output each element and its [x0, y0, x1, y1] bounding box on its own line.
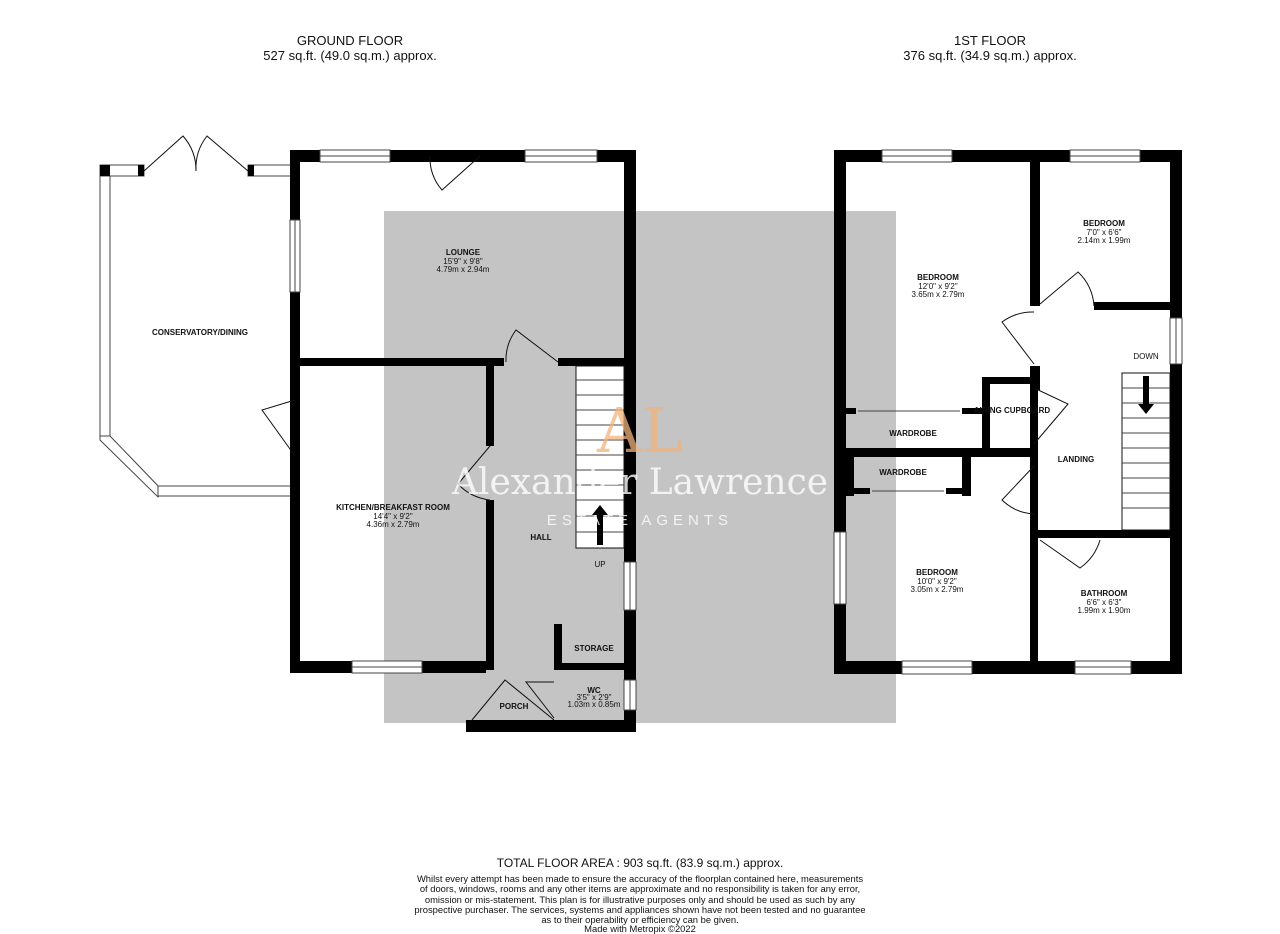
disclaimer: Whilst every attempt has been made to en…	[390, 873, 890, 926]
landing-label: LANDING	[1058, 455, 1094, 464]
bedroom2-imperial: 7'0" x 6'6"	[1087, 228, 1122, 237]
made-with-credit: Made with Metropix ©2022	[584, 923, 696, 934]
wc-imperial: 3'5" x 2'9"	[577, 693, 612, 702]
disclaimer-line: of doors, windows, rooms and any other i…	[419, 883, 861, 895]
hall-label: HALL	[530, 533, 551, 542]
bedroom3-imperial: 10'0" x 9'2"	[917, 577, 957, 586]
disclaimer-line: omission or mis-statement. This plan is …	[424, 893, 856, 905]
bedroom2-metric: 2.14m x 1.99m	[1078, 236, 1131, 245]
disclaimer-line: Whilst every attempt has been made to en…	[416, 873, 864, 884]
french-door-left	[143, 135, 197, 172]
wc-label: WC	[587, 686, 601, 695]
kitchen-metric: 4.36m x 2.79m	[367, 520, 420, 529]
wardrobe2-label: WARDROBE	[879, 468, 927, 477]
wardrobe1-label: WARDROBE	[889, 429, 937, 438]
watermark-panel	[384, 211, 896, 723]
airing-label: AIRING CUPBOARD	[974, 406, 1051, 415]
wc-metric: 1.03m x 0.85m	[568, 700, 621, 709]
bedroom3-metric: 3.05m x 2.79m	[911, 585, 964, 594]
french-door-right	[195, 135, 249, 172]
up-arrow-icon	[592, 505, 608, 545]
storage-label: STORAGE	[574, 644, 614, 653]
disclaimer-line: prospective purchaser. The services, sys…	[414, 903, 866, 915]
first-stairs	[1121, 372, 1171, 531]
watermark-monogram: AL	[596, 394, 683, 467]
ground-floor-plan	[99, 135, 637, 732]
disclaimer-line: as to their operability or efficiency ca…	[541, 914, 739, 926]
ground-floor-header: GROUND FLOOR 527 sq.ft. (49.0 sq.m.) app…	[170, 33, 530, 63]
first-floor-area: 376 sq.ft. (34.9 sq.m.) approx.	[903, 48, 1077, 63]
down-arrow-icon	[1138, 376, 1154, 414]
ground-floor-title: GROUND FLOOR	[296, 33, 404, 48]
first-floor-title: 1ST FLOOR	[953, 33, 1026, 48]
porch-label: PORCH	[500, 702, 529, 711]
watermark-tagline: ESTATE AGENTS	[547, 512, 733, 529]
ground-stairs	[575, 365, 625, 549]
conservatory-label: CONSERVATORY/DINING	[152, 328, 248, 337]
kitchen-label: KITCHEN/BREAKFAST ROOM	[336, 503, 450, 512]
bedroom1-imperial: 12'0" x 9'2"	[918, 282, 958, 291]
bathroom-imperial: 6'6" x 6'3"	[1087, 598, 1122, 607]
bedroom3-label: BEDROOM	[916, 568, 958, 577]
first-floor-header: 1ST FLOOR 376 sq.ft. (34.9 sq.m.) approx…	[810, 33, 1170, 63]
down-label: DOWN	[1133, 352, 1159, 361]
kitchen-imperial: 14'4" x 9'2"	[373, 512, 413, 521]
bathroom-metric: 1.99m x 1.90m	[1078, 606, 1131, 615]
lounge-imperial: 15'9" x 9'8"	[443, 257, 483, 266]
watermark: AL Alexander Lawrence ESTATE AGENTS	[451, 394, 828, 529]
bedroom1-metric: 3.65m x 2.79m	[912, 290, 965, 299]
ground-floor-area: 527 sq.ft. (49.0 sq.m.) approx.	[263, 48, 437, 63]
bedroom1-label: BEDROOM	[917, 273, 959, 282]
up-label: UP	[594, 560, 605, 569]
conservatory-glazing	[99, 164, 293, 498]
lounge-label: LOUNGE	[446, 248, 481, 257]
bedroom2-label: BEDROOM	[1083, 219, 1125, 228]
total-floor-area: TOTAL FLOOR AREA : 903 sq.ft. (83.9 sq.m…	[496, 856, 784, 870]
bathroom-label: BATHROOM	[1081, 589, 1128, 598]
first-floor-plan	[833, 149, 1183, 675]
watermark-name: Alexander Lawrence	[451, 462, 828, 503]
lounge-metric: 4.79m x 2.94m	[437, 265, 490, 274]
